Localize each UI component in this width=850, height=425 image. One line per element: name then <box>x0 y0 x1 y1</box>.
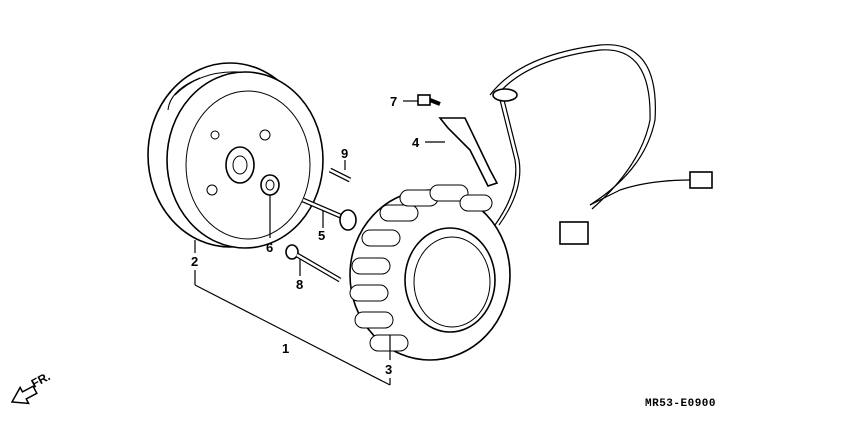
wire-harness <box>489 44 713 245</box>
callout-6: 6 <box>266 240 273 255</box>
wire-bracket <box>438 117 499 187</box>
callout-1: 1 <box>282 341 289 356</box>
stator <box>349 184 511 361</box>
bolt-8 <box>285 244 342 283</box>
callout-4: 4 <box>412 135 420 150</box>
callout-8: 8 <box>296 277 303 292</box>
washer <box>260 174 280 196</box>
bolt-7 <box>417 94 441 106</box>
callout-9: 9 <box>341 146 348 161</box>
bolt-5 <box>302 197 357 231</box>
flywheel-rotor <box>147 62 324 249</box>
callout-5: 5 <box>318 228 325 243</box>
diagram-code: MR53-E0900 <box>645 398 716 410</box>
callout-2: 2 <box>191 254 198 269</box>
callout-3: 3 <box>385 362 392 377</box>
bolt-9 <box>328 167 352 183</box>
leader-lines <box>194 100 445 386</box>
front-direction-arrow-icon <box>10 385 38 405</box>
callout-7: 7 <box>390 94 397 109</box>
